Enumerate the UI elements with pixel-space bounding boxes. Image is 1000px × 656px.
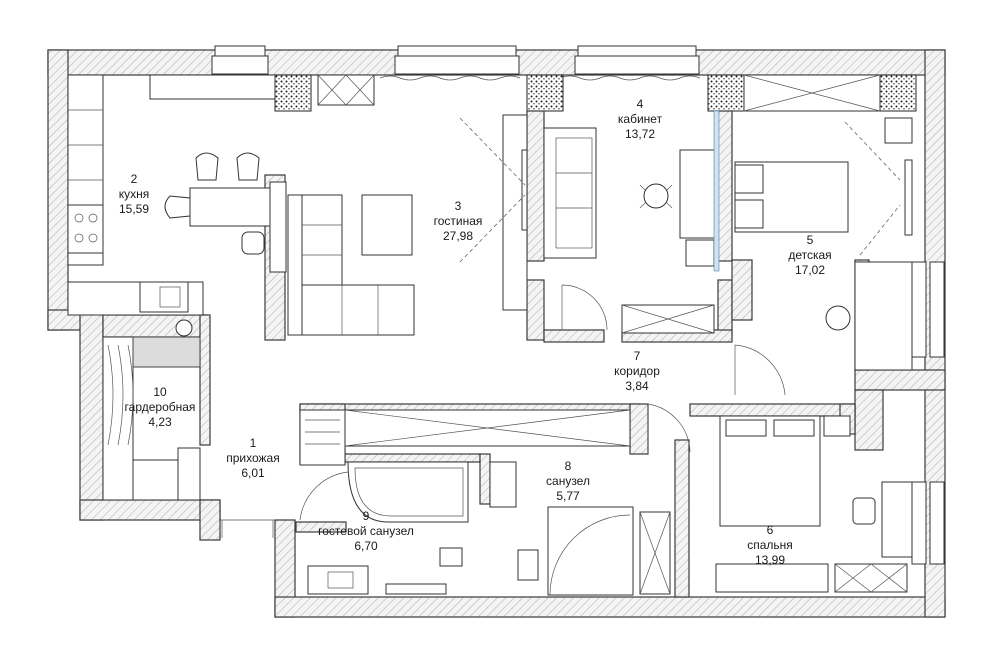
kitchen-furniture: [67, 74, 287, 337]
room-label-5-number: 5: [807, 233, 814, 247]
room-label-7-name: коридор: [614, 364, 660, 378]
room-label-2-number: 2: [131, 172, 138, 186]
room-label-6-number: 6: [767, 523, 774, 537]
room-label-2-area: 15,59: [119, 202, 149, 216]
room-label-5-area: 17,02: [795, 263, 825, 277]
room-label-1: 1 прихожая 6,01: [226, 436, 279, 480]
room-label-9: 9 гостевой санузел 6,70: [318, 509, 414, 553]
room-label-1-number: 1: [250, 436, 257, 450]
top-windows: [211, 45, 701, 81]
room-label-3-name: гостиная: [434, 214, 483, 228]
bathroom-fixtures: [307, 461, 671, 596]
room-label-9-number: 9: [363, 509, 370, 523]
room-label-8-area: 5,77: [556, 489, 580, 503]
room-label-9-area: 6,70: [354, 539, 378, 553]
room-label-4-number: 4: [637, 97, 644, 111]
room-label-6-name: спальня: [747, 538, 793, 552]
room-label-7: 7 коридор 3,84: [614, 349, 660, 393]
room-label-10-number: 10: [153, 385, 167, 399]
office-furniture: [543, 110, 720, 334]
room-label-4-name: кабинет: [618, 112, 663, 126]
room-label-10-area: 4,23: [148, 415, 172, 429]
room-label-10-name: гардеробная: [125, 400, 196, 414]
room-label-6: 6 спальня 13,99: [747, 523, 793, 567]
room-label-3-area: 27,98: [443, 229, 473, 243]
room-label-9-name: гостевой санузел: [318, 524, 414, 538]
kids-furniture: [734, 74, 913, 396]
bedroom-furniture: [715, 415, 913, 593]
room-label-4-area: 13,72: [625, 127, 655, 141]
room-label-3: 3 гостиная 27,98: [434, 199, 483, 243]
room-label-4: 4 кабинет 13,72: [618, 97, 663, 141]
hall-furniture: [220, 403, 691, 538]
room-label-2: 2 кухня 15,59: [119, 172, 150, 216]
room-label-7-number: 7: [634, 349, 641, 363]
living-furniture: [287, 74, 528, 336]
room-label-10: 10 гардеробная 4,23: [125, 385, 196, 429]
room-label-8-name: санузел: [546, 474, 590, 488]
room-label-5-name: детская: [788, 248, 831, 262]
wardrobe-furniture: [102, 336, 201, 501]
room-label-3-number: 3: [455, 199, 462, 213]
room-label-8-number: 8: [565, 459, 572, 473]
columns: [274, 74, 917, 112]
room-label-1-area: 6,01: [241, 466, 265, 480]
right-windows: [911, 261, 945, 565]
room-label-2-name: кухня: [119, 187, 150, 201]
room-label-1-name: прихожая: [226, 451, 279, 465]
room-label-5: 5 детская 17,02: [788, 233, 831, 277]
room-label-7-area: 3,84: [625, 379, 649, 393]
room-label-6-area: 13,99: [755, 553, 785, 567]
room-label-8: 8 санузел 5,77: [546, 459, 590, 503]
